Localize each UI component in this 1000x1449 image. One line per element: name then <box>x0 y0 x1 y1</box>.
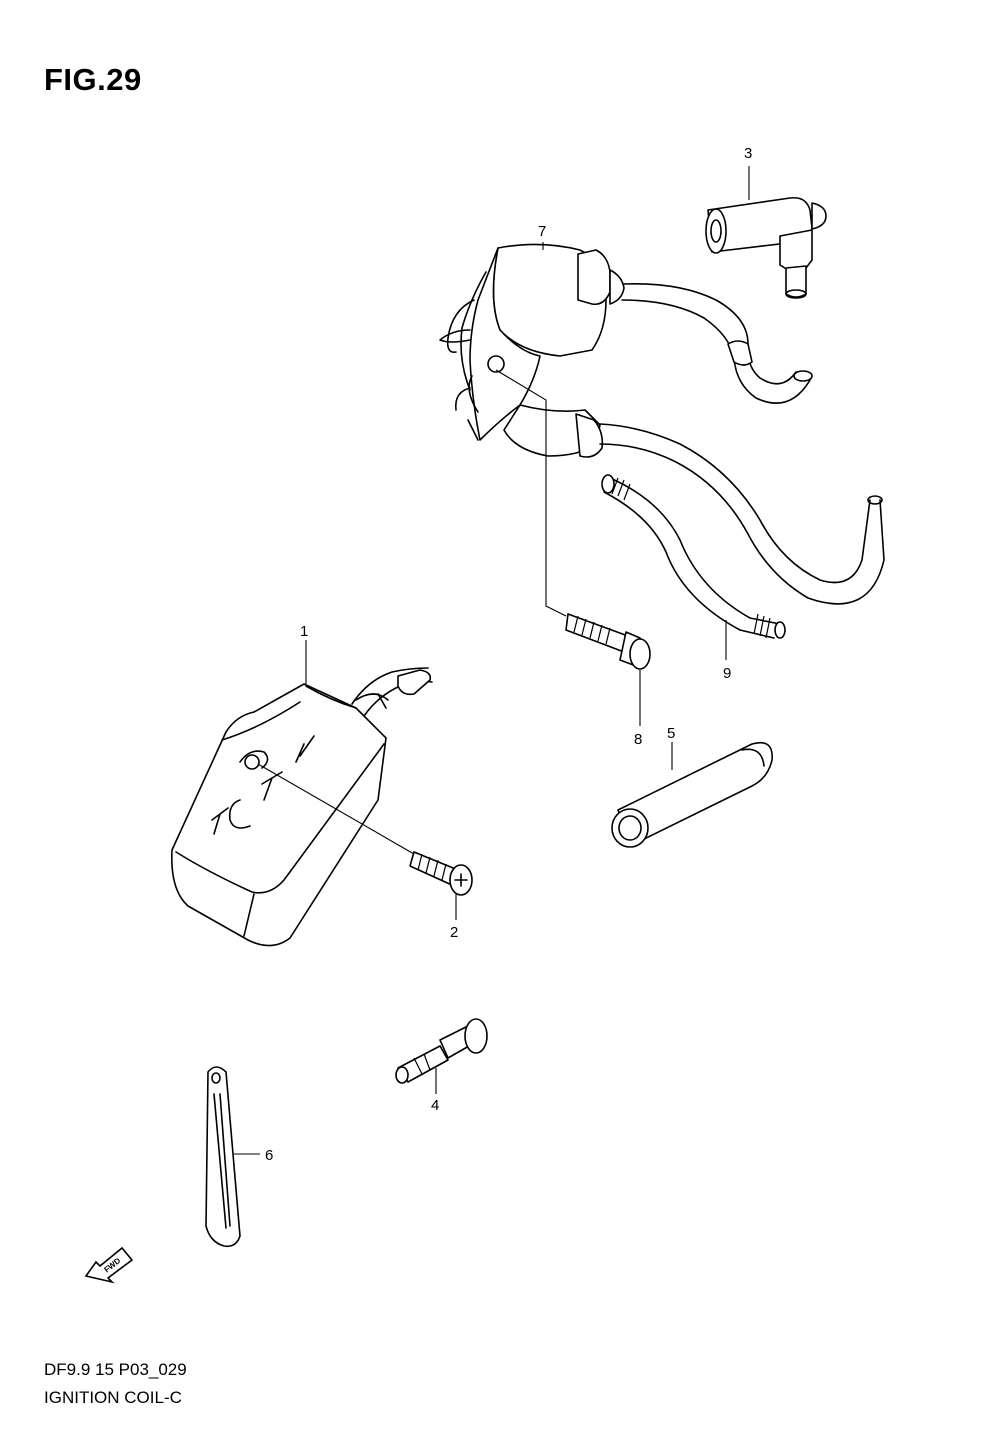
part-7-ignition-coil <box>439 243 885 617</box>
callout-2: 2 <box>450 924 458 941</box>
callout-7: 7 <box>538 223 546 240</box>
callout-leaders <box>234 166 750 1155</box>
callout-1: 1 <box>300 623 308 640</box>
part-8-bolt <box>565 613 651 670</box>
part-2-screw <box>409 851 473 896</box>
part-1-control-unit <box>171 667 433 947</box>
callout-9: 9 <box>723 665 731 682</box>
figure-caption: IGNITION COIL-C <box>44 1388 182 1407</box>
part-3-plug-cap <box>705 196 827 299</box>
callout-3: 3 <box>744 145 752 162</box>
part-9-stud-hose <box>601 474 786 639</box>
figure-code: DF9.9 15 P03_029 <box>44 1360 187 1379</box>
part-4-pin <box>395 1018 488 1084</box>
callout-4: 4 <box>431 1097 439 1114</box>
callout-8: 8 <box>634 731 642 748</box>
part-5-tube <box>611 741 773 848</box>
callout-6: 6 <box>265 1147 273 1164</box>
part-6-strap <box>205 1066 241 1248</box>
figure-title: FIG.29 <box>44 62 142 97</box>
fwd-arrow-icon: FWD <box>84 1246 134 1284</box>
callout-5: 5 <box>667 725 675 742</box>
